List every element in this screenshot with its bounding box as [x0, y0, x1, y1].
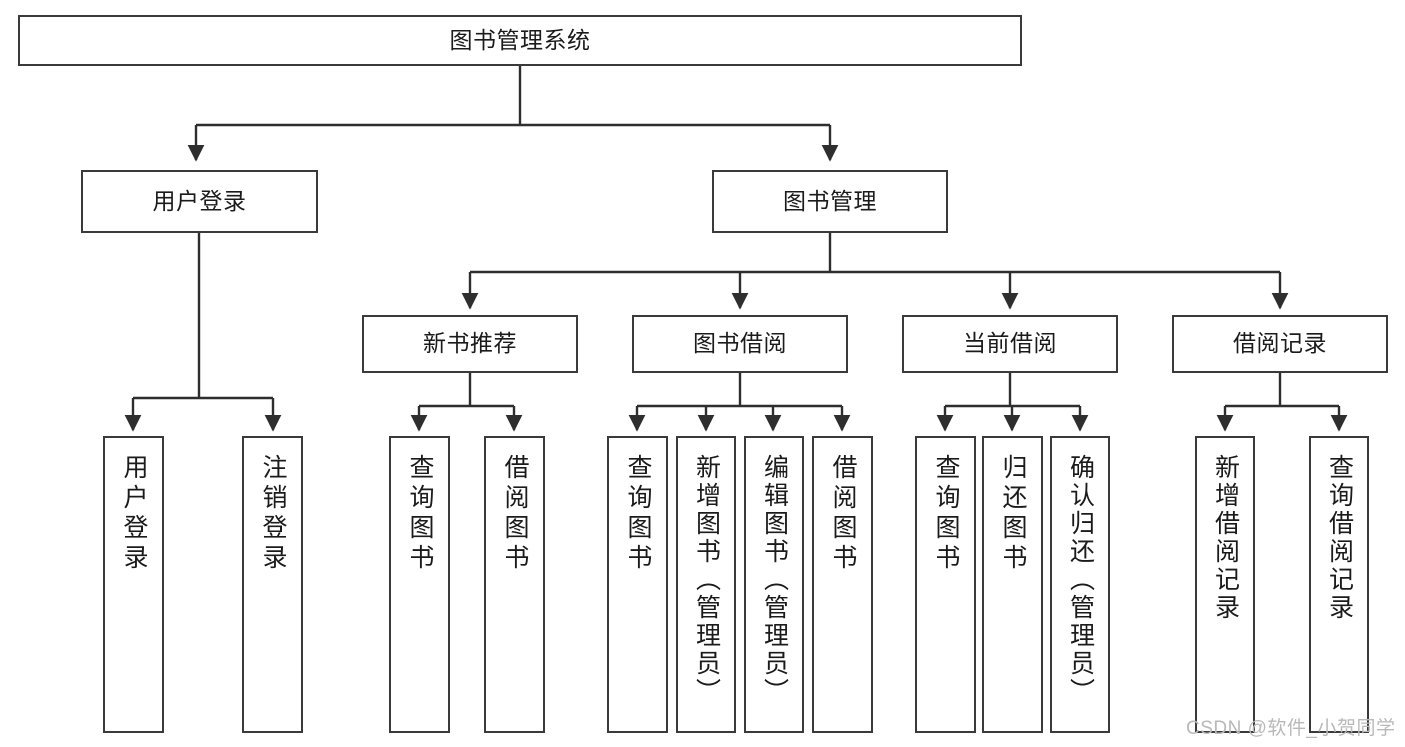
node-label: 图书管理 — [783, 187, 877, 214]
leaf-query-books-borrow[interactable]: 查询图书 — [607, 436, 668, 733]
node-root-library-management-system[interactable]: 图书管理系统 — [18, 15, 1022, 66]
csdn-watermark: CSDN @软件_小贺同学 — [1186, 718, 1396, 739]
node-label: 图书借阅 — [693, 330, 787, 357]
leaf-user-login[interactable]: 用户登录 — [103, 436, 164, 733]
node-label: 查询图书 — [932, 454, 960, 574]
leaf-add-borrow-record[interactable]: 新增借阅记录 — [1195, 436, 1255, 733]
leaf-borrow-book[interactable]: 借阅图书 — [812, 436, 873, 733]
leaf-confirm-return-admin[interactable]: 确认归还（管理员） — [1050, 436, 1110, 733]
node-label: 归还图书 — [999, 454, 1027, 574]
node-label: 借阅图书 — [829, 454, 857, 574]
node-book-borrowing[interactable]: 图书借阅 — [632, 315, 848, 373]
node-label: 查询借阅记录 — [1325, 454, 1354, 622]
node-label: 用户登录 — [152, 187, 247, 214]
node-label: 新书推荐 — [423, 330, 517, 357]
leaf-edit-book-admin[interactable]: 编辑图书（管理员） — [744, 436, 804, 733]
leaf-borrow-books-recommend[interactable]: 借阅图书 — [484, 436, 545, 733]
node-label: 新增图书（管理员） — [692, 454, 721, 706]
node-new-book-recommendation[interactable]: 新书推荐 — [362, 315, 578, 373]
node-label: 图书管理系统 — [449, 26, 591, 53]
node-current-borrowing[interactable]: 当前借阅 — [902, 315, 1118, 373]
leaf-logout[interactable]: 注销登录 — [242, 436, 303, 733]
node-label: 注销登录 — [259, 454, 287, 574]
leaf-query-books-current[interactable]: 查询图书 — [915, 436, 976, 733]
node-label: 编辑图书（管理员） — [760, 454, 789, 706]
node-label: 借阅图书 — [501, 454, 529, 574]
leaf-add-book-admin[interactable]: 新增图书（管理员） — [676, 436, 736, 733]
node-user-login[interactable]: 用户登录 — [81, 170, 318, 233]
node-label: 当前借阅 — [963, 330, 1057, 357]
leaf-query-books-recommend[interactable]: 查询图书 — [389, 436, 450, 733]
node-label: 用户登录 — [120, 454, 148, 574]
node-book-management[interactable]: 图书管理 — [712, 170, 948, 233]
node-label: 确认归还（管理员） — [1066, 454, 1095, 706]
node-label: 新增借阅记录 — [1211, 454, 1240, 622]
node-borrowing-records[interactable]: 借阅记录 — [1172, 315, 1388, 373]
node-label: 查询图书 — [624, 454, 652, 574]
node-label: 查询图书 — [406, 454, 434, 574]
leaf-query-borrow-record[interactable]: 查询借阅记录 — [1309, 436, 1369, 733]
node-label: 借阅记录 — [1233, 330, 1327, 357]
leaf-return-book[interactable]: 归还图书 — [982, 436, 1043, 733]
